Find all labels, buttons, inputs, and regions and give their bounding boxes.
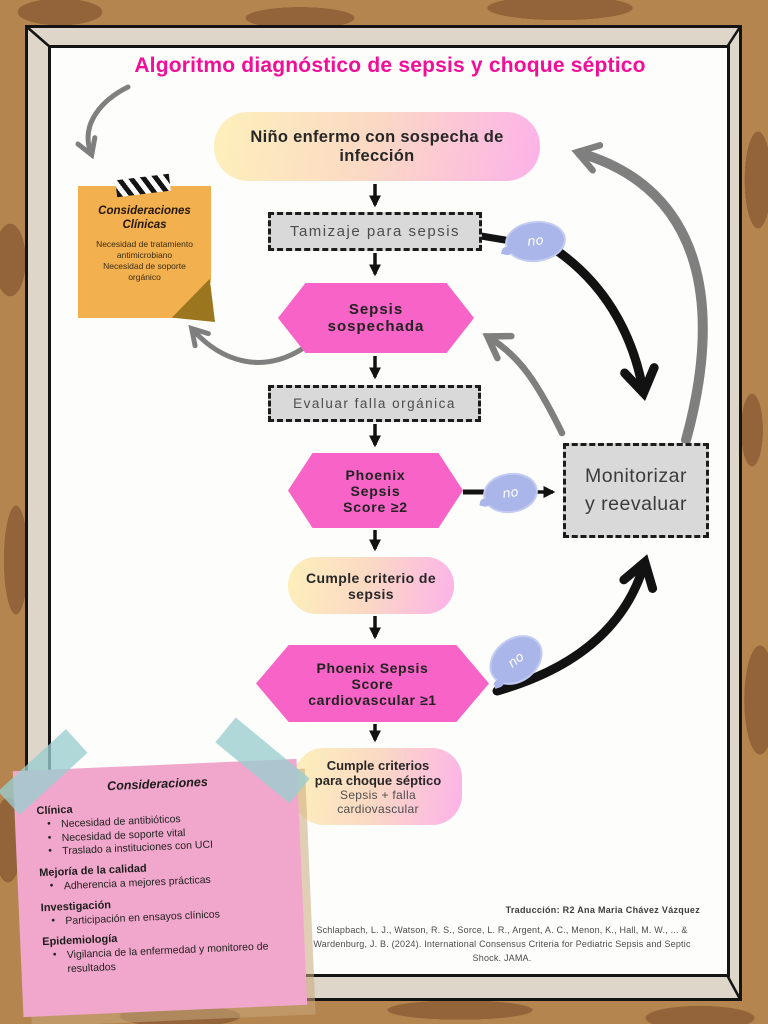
bullet-icon: • xyxy=(49,879,54,892)
section-epidemiologia: Epidemiología •Vigilancia de la enfermed… xyxy=(42,926,288,978)
section-clinica: Clínica •Necesidad de antibióticos •Nece… xyxy=(36,795,282,861)
bullet-icon: • xyxy=(47,831,52,844)
bullet-icon: • xyxy=(51,914,56,927)
bullet-icon: • xyxy=(52,948,57,961)
node-sepsis-criteria: Cumple criterio de sepsis xyxy=(288,557,454,614)
node-phoenix-cv-score: Phoenix Sepsis Score cardiovascular ≥1 xyxy=(256,645,489,722)
clinical-note-line1: Necesidad de tratamiento antimicrobiano xyxy=(96,238,193,260)
citation: Schlapbach, L. J., Watson, R. S., Sorce,… xyxy=(313,925,691,963)
clinical-note-line2: Necesidad de soporte orgánico xyxy=(103,260,186,282)
bullet-icon: • xyxy=(46,817,52,830)
node-septic-shock-criteria: Cumple criterios para choque séptico Sep… xyxy=(294,748,462,825)
page-title: Algoritmo diagnóstico de sepsis y choque… xyxy=(134,54,646,77)
node-phoenix-score: Phoenix Sepsis Score ≥2 xyxy=(288,453,463,528)
clinical-note-title: Consideraciones Clínicas xyxy=(98,205,191,232)
node-monitor-reevaluate: Monitorizar y reevaluar xyxy=(563,443,709,538)
considerations-title: Consideraciones xyxy=(106,774,209,794)
septic-shock-subtitle: Sepsis + falla cardiovascular xyxy=(337,787,419,816)
translation-credit: Traducción: R2 Ana Maria Chávez Vázquez xyxy=(505,905,700,915)
bullet-icon: • xyxy=(48,844,53,858)
node-suspected-sepsis: Sepsis sospechada xyxy=(278,283,474,353)
considerations-note: Consideraciones Clínica •Necesidad de an… xyxy=(0,717,310,1018)
section-investigacion: Investigación •Participación en ensayos … xyxy=(40,891,285,929)
clinical-considerations-note: Consideraciones Clínicas Necesidad de tr… xyxy=(78,186,211,318)
node-sick-child: Niño enfermo con sospecha de infección xyxy=(214,112,540,181)
node-sepsis-screening: Tamizaje para sepsis xyxy=(268,212,482,251)
section-mejoria: Mejoría de la calidad •Adherencia a mejo… xyxy=(39,857,284,895)
node-evaluate-organ-failure: Evaluar falla orgánica xyxy=(268,385,481,422)
septic-shock-title: Cumple criterios para choque séptico xyxy=(314,757,442,788)
